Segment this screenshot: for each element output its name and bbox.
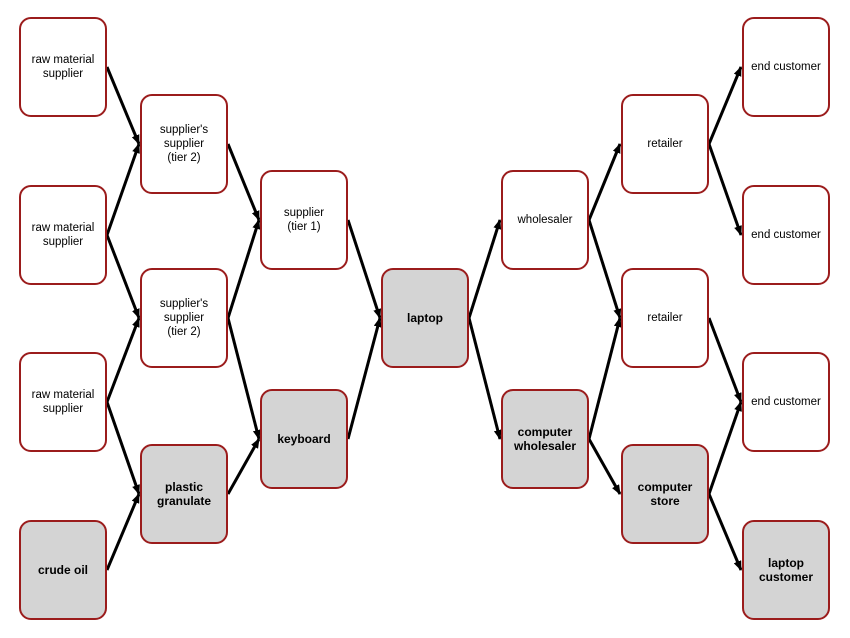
node-label: wholesaler bbox=[517, 214, 573, 226]
node-label: keyboard bbox=[277, 432, 331, 446]
node-label: raw material supplier bbox=[31, 389, 95, 415]
arrow-ss2-to-sup bbox=[226, 219, 261, 319]
arrow-cs-to-lc bbox=[707, 493, 743, 571]
arrow-lap-to-ws bbox=[467, 219, 502, 319]
arrow-sup-to-lap bbox=[346, 219, 382, 319]
raw-material-supplier-node: raw material supplier bbox=[19, 17, 107, 117]
node-label: computer wholesaler bbox=[513, 425, 577, 453]
end-customer-node: end customer bbox=[742, 185, 830, 285]
wholesaler-node: wholesaler bbox=[501, 170, 589, 270]
node-label: raw material supplier bbox=[31, 54, 95, 80]
node-label: crude oil bbox=[37, 563, 88, 577]
raw-material-supplier-node: raw material supplier bbox=[19, 185, 107, 285]
arrow-ws-to-ret2 bbox=[587, 219, 622, 319]
node-label: plastic granulate bbox=[156, 480, 211, 508]
node-label: supplier's supplier (tier 2) bbox=[159, 124, 209, 164]
retailer-node: retailer bbox=[621, 94, 709, 194]
plastic-granulate-node: plastic granulate bbox=[140, 444, 228, 544]
node-label: supplier (tier 1) bbox=[283, 207, 325, 233]
keyboard-node: keyboard bbox=[260, 389, 348, 489]
arrow-cs-to-ec3 bbox=[707, 401, 743, 495]
node-label: retailer bbox=[647, 138, 683, 150]
retailer-node: retailer bbox=[621, 268, 709, 368]
laptop-node: laptop bbox=[381, 268, 469, 368]
arrow-kb-to-lap bbox=[346, 317, 382, 440]
end-customer-node: end customer bbox=[742, 352, 830, 452]
node-label: retailer bbox=[647, 312, 683, 324]
arrow-ws-to-ret1 bbox=[587, 143, 622, 221]
arrow-rm2-to-ss2 bbox=[105, 234, 141, 319]
suppliers-supplier-node: supplier's supplier (tier 2) bbox=[140, 94, 228, 194]
end-customer-node: end customer bbox=[742, 17, 830, 117]
node-label: laptop bbox=[407, 311, 443, 325]
node-label: end customer bbox=[751, 229, 821, 241]
node-label: computer store bbox=[637, 480, 693, 508]
arrow-lap-to-cws bbox=[467, 317, 502, 440]
arrow-ret2-to-ec3 bbox=[707, 317, 743, 403]
arrow-rm1-to-ss1 bbox=[105, 66, 141, 145]
suppliers-supplier-node: supplier's supplier (tier 2) bbox=[140, 268, 228, 368]
node-label: laptop customer bbox=[758, 556, 814, 584]
arrow-ss1-to-sup bbox=[226, 143, 261, 221]
arrow-rm3-to-pg bbox=[105, 401, 141, 495]
computer-wholesaler-node: computer wholesaler bbox=[501, 389, 589, 489]
arrow-ss2-to-kb bbox=[226, 317, 261, 440]
laptop-customer-node: laptop customer bbox=[742, 520, 830, 620]
arrow-pg-to-kb bbox=[226, 438, 261, 495]
node-label: end customer bbox=[751, 61, 821, 73]
arrow-crude-to-pg bbox=[105, 493, 141, 571]
node-label: end customer bbox=[751, 396, 821, 408]
computer-store-node: computer store bbox=[621, 444, 709, 544]
crude-oil-node: crude oil bbox=[19, 520, 107, 620]
arrow-rm3-to-ss2 bbox=[105, 317, 141, 403]
node-label: supplier's supplier (tier 2) bbox=[159, 298, 209, 338]
node-label: raw material supplier bbox=[31, 222, 95, 248]
raw-material-supplier-node: raw material supplier bbox=[19, 352, 107, 452]
arrow-cws-to-ret2 bbox=[587, 317, 622, 440]
arrow-ret1-to-ec1 bbox=[707, 66, 743, 145]
arrow-cws-to-cs bbox=[587, 438, 622, 495]
supplier-tier1-node: supplier (tier 1) bbox=[260, 170, 348, 270]
arrow-rm2-to-ss1 bbox=[105, 143, 141, 236]
arrow-ret1-to-ec2 bbox=[707, 143, 743, 236]
